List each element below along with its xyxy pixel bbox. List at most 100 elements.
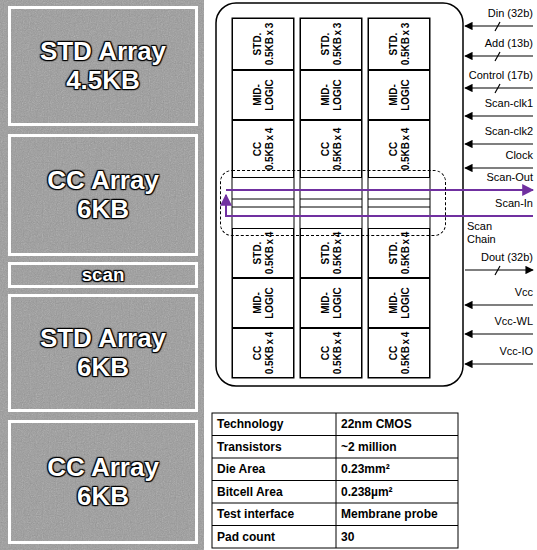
scan-stripe <box>232 207 294 208</box>
spec-table <box>212 413 458 548</box>
block-label: STD. 0.5KB x 4 <box>388 231 411 275</box>
pin-line <box>465 269 533 270</box>
block-label: CC 0.5KB x 4 <box>252 127 275 171</box>
table-cell: Bitcell Area <box>217 481 283 503</box>
column-outline <box>368 18 430 378</box>
pin-name: Vcc-WL <box>495 315 534 328</box>
table-rule <box>212 525 458 526</box>
pin-name: Scan-clk2 <box>485 125 533 138</box>
pin-name: Scan-Out <box>487 171 533 184</box>
sub-block: CC 0.5KB x 4 <box>232 328 294 378</box>
block-label: STD. 0.5KB x 3 <box>388 22 411 66</box>
pin-name: Control (17b) <box>469 69 533 82</box>
block-label: STD. 0.5KB x 4 <box>320 231 343 275</box>
sub-block: STD. 0.5KB x 3 <box>232 18 294 70</box>
region-label: Scan Chain <box>467 220 503 245</box>
macro-outline <box>216 3 463 386</box>
table-cell: Die Area <box>217 458 265 480</box>
pin-line <box>465 333 533 334</box>
sub-block: MID-LOGIC <box>368 278 430 328</box>
sub-block: MID-LOGIC <box>232 70 294 120</box>
table-rule <box>212 458 458 459</box>
table-rule <box>212 503 458 504</box>
pin-line <box>465 167 533 168</box>
block-label: MID-LOGIC <box>388 281 411 325</box>
scan-stripe <box>368 207 430 208</box>
array-region: scan <box>8 262 198 288</box>
block-label: MID-LOGIC <box>252 73 275 117</box>
table-cell: 0.238µm² <box>341 481 393 503</box>
block-label: MID-LOGIC <box>252 281 275 325</box>
block-label: CC 0.5KB x 4 <box>320 331 343 375</box>
sub-block: CC 0.5KB x 4 <box>368 328 430 378</box>
bus-slash <box>495 84 500 93</box>
die-texture <box>0 0 204 550</box>
array-region: STD Array 6KB <box>8 294 198 412</box>
bus-slash <box>495 22 500 31</box>
die-photo <box>0 0 204 550</box>
column-outlines <box>232 18 430 378</box>
pin-line <box>465 363 533 364</box>
pin-name: Scan-In <box>495 197 533 210</box>
table-cell: Membrane probe <box>341 503 438 525</box>
block-label: STD. 0.5KB x 4 <box>252 231 275 275</box>
block-label: CC 0.5KB x 4 <box>252 331 275 375</box>
block-label: CC Array 6KB <box>28 166 178 223</box>
table-cell: 22nm CMOS <box>341 413 412 435</box>
block-label: MID-LOGIC <box>388 73 411 117</box>
table-cell: ~2 million <box>341 436 397 458</box>
pin-lines <box>465 22 533 364</box>
table-rule <box>212 435 458 436</box>
pin-name: Add (13b) <box>485 37 533 50</box>
pin-name: Scan-clk1 <box>485 97 533 110</box>
sub-block: MID-LOGIC <box>300 278 362 328</box>
table-cell: Test interface <box>217 503 294 525</box>
pin-line <box>465 143 533 144</box>
block-label: STD. 0.5KB x 3 <box>320 22 343 66</box>
block-label: MID-LOGIC <box>320 73 343 117</box>
table-cell: Transistors <box>217 436 282 458</box>
scan-stripe <box>300 207 362 208</box>
table-cell: Technology <box>217 413 283 435</box>
sub-block: MID-LOGIC <box>368 70 430 120</box>
pin-name: Clock <box>505 149 533 162</box>
sub-block: STD. 0.5KB x 3 <box>300 18 362 70</box>
scan-stripe <box>368 199 430 200</box>
column-outline <box>300 18 362 378</box>
scan-stripe <box>300 199 362 200</box>
pin-line <box>465 115 533 116</box>
table-rule <box>212 480 458 481</box>
table-cell: Pad count <box>217 526 275 548</box>
block-label: scan <box>82 265 125 286</box>
block-label: CC Array 6KB <box>28 453 178 510</box>
block-label: CC 0.5KB x 4 <box>388 127 411 171</box>
pin-name: Dout (32b) <box>481 251 533 264</box>
bus-slash <box>495 52 500 61</box>
sub-block: STD. 0.5KB x 3 <box>368 18 430 70</box>
block-label: STD. 0.5KB x 3 <box>252 22 275 66</box>
block-label: CC 0.5KB x 4 <box>320 127 343 171</box>
table-cell: 0.23mm² <box>341 458 390 480</box>
bus-slash <box>495 266 500 275</box>
pin-line <box>465 87 533 88</box>
block-label: STD Array 4.5KB <box>28 37 178 94</box>
pin-line <box>465 25 533 26</box>
array-region: CC Array 6KB <box>8 134 198 256</box>
pin-name: Vcc-IO <box>499 345 533 358</box>
array-region: STD Array 4.5KB <box>8 6 198 126</box>
pin-name: Vcc <box>515 286 533 299</box>
scan-chain-region: Scan Chain <box>220 170 446 236</box>
sub-block: CC 0.5KB x 4 <box>300 328 362 378</box>
table-border <box>212 413 458 548</box>
scan-in-arrow <box>226 195 533 216</box>
sub-block: MID-LOGIC <box>300 70 362 120</box>
block-label: CC 0.5KB x 4 <box>388 331 411 375</box>
pin-line <box>465 55 533 56</box>
scan-stripe <box>232 199 294 200</box>
block-label: MID-LOGIC <box>320 281 343 325</box>
array-region: CC Array 6KB <box>8 420 198 544</box>
scan-out-arrow <box>226 189 533 191</box>
column-outline <box>232 18 294 378</box>
pin-name: Din (32b) <box>488 7 533 20</box>
